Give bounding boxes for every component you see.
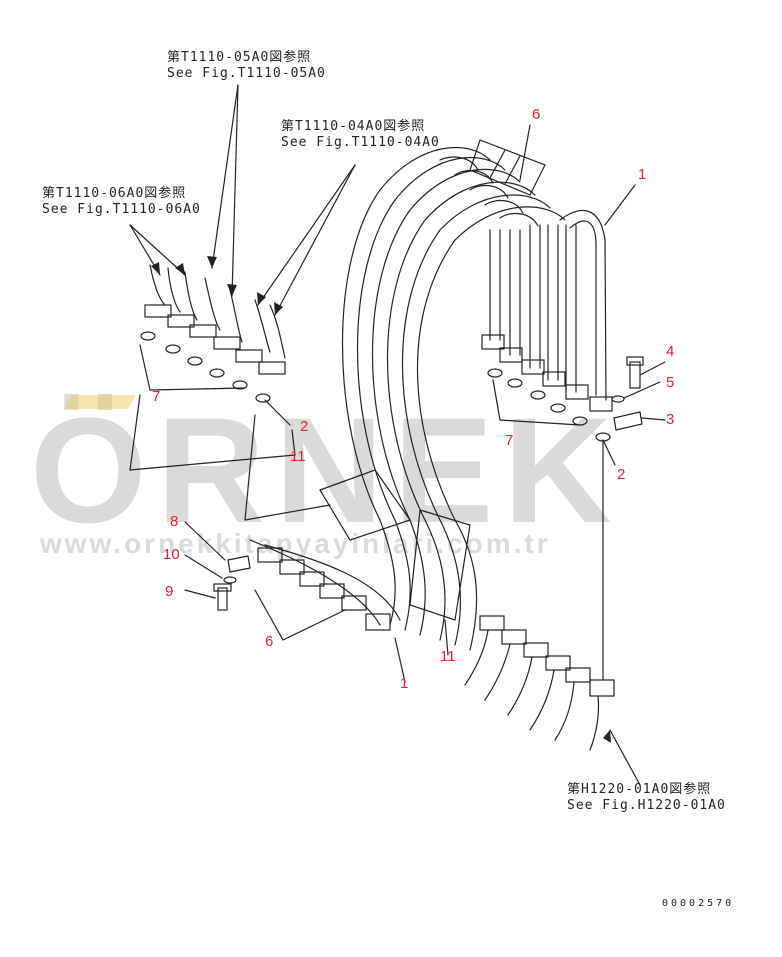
part-number-label: 1	[400, 675, 409, 692]
part-number-label: 6	[265, 633, 274, 650]
ref-en: See Fig.T1110-06A0	[42, 202, 201, 217]
part-number-label: 6	[532, 106, 541, 123]
ref-fig-04a0: 第T1110-04A0図参照 See Fig.T1110-04A0	[281, 119, 440, 151]
part-number-label: 5	[666, 374, 675, 391]
part-number-label: 11	[440, 648, 456, 665]
ref-jp: 第T1110-04A0図参照	[281, 119, 426, 134]
part-number-label: 2	[617, 466, 626, 483]
ref-fig-h1220: 第H1220-01A0図参照 See Fig.H1220-01A0	[567, 782, 726, 814]
part-number-label: 2	[300, 418, 309, 435]
part-number-label: 10	[163, 546, 180, 563]
part-number-label: 4	[666, 343, 675, 360]
ref-en: See Fig.T1110-04A0	[281, 135, 440, 150]
part-number-label: 3	[666, 411, 675, 428]
ref-en: See Fig.T1110-05A0	[167, 66, 326, 81]
part-number-label: 7	[505, 432, 514, 449]
part-number-label: 9	[165, 583, 174, 600]
ref-jp: 第T1110-06A0図参照	[42, 186, 187, 201]
ref-fig-05a0: 第T1110-05A0図参照 See Fig.T1110-05A0	[167, 50, 326, 82]
part-number-label: 11	[290, 448, 306, 465]
ref-jp: 第T1110-05A0図参照	[167, 50, 312, 65]
part-number-label: 8	[170, 513, 179, 530]
drawing-code: 00002570	[662, 898, 735, 909]
part-number-label: 1	[638, 166, 647, 183]
watermark-large: ÖRNEK	[30, 386, 622, 554]
ref-jp: 第H1220-01A0図参照	[567, 782, 712, 797]
part-number-label: 7	[152, 388, 161, 405]
ref-fig-06a0: 第T1110-06A0図参照 See Fig.T1110-06A0	[42, 186, 201, 218]
ref-en: See Fig.H1220-01A0	[567, 798, 726, 813]
